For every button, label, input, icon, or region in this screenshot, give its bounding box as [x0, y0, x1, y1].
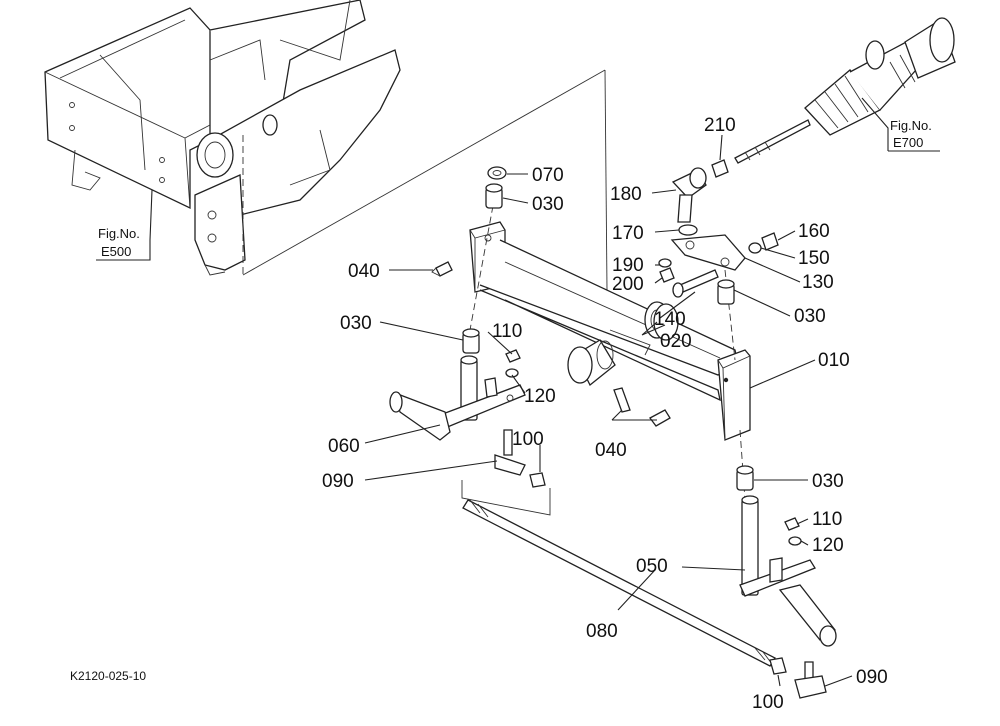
label-150: 150	[798, 248, 830, 269]
projection-line	[604, 69, 608, 291]
reference-e500: Fig.No. E500	[96, 189, 153, 261]
label-110: 110	[492, 321, 522, 342]
reference-e700: Fig.No. E700	[861, 97, 940, 152]
rod-end-180	[671, 167, 707, 223]
label-130: 130	[802, 272, 834, 293]
label-080: 080	[586, 621, 618, 642]
nut-100-lower	[769, 657, 787, 675]
axis-line	[469, 194, 496, 331]
grease-fitting-040-center	[613, 387, 671, 427]
label-100: 100	[512, 429, 544, 450]
rod-080	[462, 499, 776, 667]
main-arm-010	[469, 221, 751, 441]
link-plate-130	[670, 234, 746, 271]
washer-190	[658, 258, 672, 268]
part-labels: 070 030 040 030 110 120 060 090 100 040 …	[322, 115, 888, 713]
washer-150	[748, 242, 762, 254]
bushing-030-lower	[736, 465, 754, 491]
label-030: 030	[794, 306, 826, 327]
label-100: 100	[752, 692, 784, 713]
nut-200	[659, 267, 675, 283]
ref-e500-number: E500	[101, 244, 131, 259]
bolt-090-left	[494, 429, 526, 476]
projection-line	[242, 69, 606, 276]
ref-e700-prefix: Fig.No.	[890, 118, 932, 133]
label-200: 200	[612, 274, 644, 295]
label-160: 160	[798, 221, 830, 242]
lever-060	[389, 355, 526, 441]
label-140: 140	[654, 309, 686, 330]
label-070: 070	[532, 165, 564, 186]
nut-160	[761, 232, 779, 251]
label-020: 020	[660, 331, 692, 352]
label-050: 050	[636, 556, 668, 577]
label-120: 120	[524, 386, 556, 407]
label-090: 090	[322, 471, 354, 492]
label-120: 120	[812, 535, 844, 556]
nut-210	[711, 159, 729, 178]
label-010: 010	[818, 350, 850, 371]
figure-code: K2120-025-10	[70, 669, 146, 683]
bolt-090-right	[794, 661, 827, 699]
label-030: 030	[812, 471, 844, 492]
lever-050	[739, 495, 837, 647]
label-060: 060	[328, 436, 360, 457]
bushing-030-left	[462, 328, 480, 354]
label-030: 030	[532, 194, 564, 215]
label-040: 040	[348, 261, 380, 282]
bolt-140	[672, 269, 719, 298]
cable-assembly	[734, 17, 956, 164]
bushing-030-right	[717, 279, 735, 305]
grease-fitting-040-left	[431, 261, 453, 277]
washer-120-lower	[788, 536, 802, 546]
label-210: 210	[704, 115, 736, 136]
nut-100-left	[529, 472, 546, 488]
ref-e700-number: E700	[893, 135, 923, 150]
bracket-line	[461, 480, 551, 516]
washer-070	[487, 166, 507, 180]
nut-110-upper	[505, 349, 521, 363]
label-180: 180	[610, 184, 642, 205]
washer-120-upper	[505, 368, 519, 378]
label-090: 090	[856, 667, 888, 688]
label-170: 170	[612, 223, 644, 244]
frame-assembly	[44, 0, 401, 276]
nut-110-lower	[784, 517, 800, 531]
label-040: 040	[595, 440, 627, 461]
sleeve	[567, 339, 616, 387]
label-030: 030	[340, 313, 372, 334]
washer-170	[678, 224, 698, 236]
collar-020	[644, 301, 679, 341]
label-190: 190	[612, 255, 644, 276]
bushing-030-top	[485, 183, 503, 209]
label-110: 110	[812, 509, 842, 530]
leader-lines	[364, 134, 853, 687]
ref-e500-prefix: Fig.No.	[98, 226, 140, 241]
